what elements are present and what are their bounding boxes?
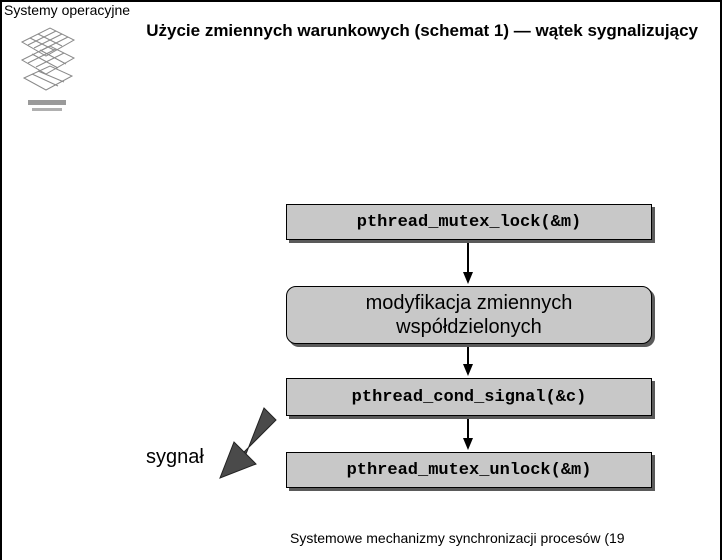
step-mutex-unlock-label: pthread_mutex_unlock(&m) xyxy=(346,460,592,480)
step-modify-shared: modyfikacja zmiennych współdzielonych xyxy=(286,286,652,344)
signal-label: sygnał xyxy=(146,446,204,468)
step-mutex-lock-label: pthread_mutex_lock(&m) xyxy=(356,212,582,232)
slide-title: Użycie zmiennych warunkowych (schemat 1)… xyxy=(146,21,698,40)
step-mutex-lock: pthread_mutex_lock(&m) xyxy=(286,204,652,240)
signal-arrow-icon xyxy=(219,407,277,479)
step-mutex-unlock: pthread_mutex_unlock(&m) xyxy=(286,452,652,488)
arrow-down-icon xyxy=(463,364,473,376)
step-modify-shared-label: modyfikacja zmiennych współdzielonych xyxy=(365,292,573,338)
step-cond-signal-label: pthread_cond_signal(&c) xyxy=(351,387,587,407)
university-logo xyxy=(20,27,76,111)
arrow-down-icon xyxy=(463,438,473,450)
course-title: Systemy operacyjne xyxy=(4,2,131,18)
arrow-down-icon xyxy=(463,272,473,284)
step-cond-signal: pthread_cond_signal(&c) xyxy=(286,378,652,416)
footer-text: Systemowe mechanizmy synchronizacji proc… xyxy=(290,530,625,546)
